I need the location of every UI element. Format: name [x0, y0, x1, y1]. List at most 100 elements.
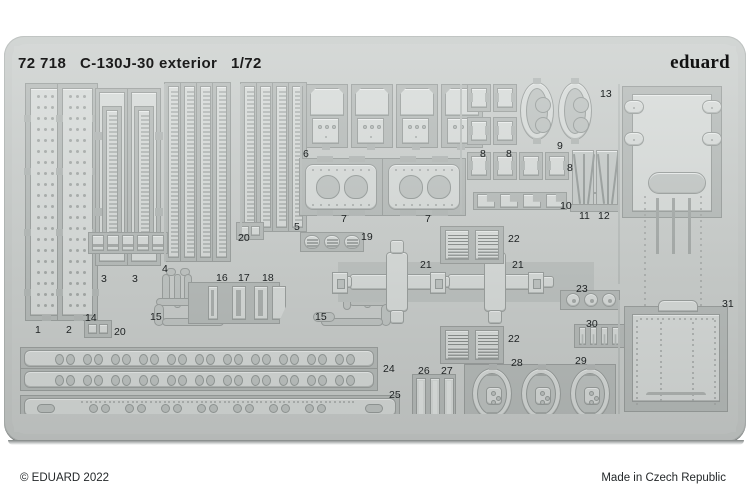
part-number-9: 9 [557, 140, 563, 152]
perforation [83, 238, 86, 241]
part-8-tab-7 [547, 161, 551, 170]
perforation [51, 227, 54, 230]
perforation [122, 401, 125, 403]
ladder-rung [171, 231, 178, 233]
ladder-rung [171, 223, 178, 225]
part-8-tab-1 [511, 93, 515, 102]
ladder-rung [203, 91, 210, 93]
fold-dot [700, 226, 702, 228]
ladder-rung [109, 195, 117, 197]
ladder-rung [219, 195, 226, 197]
ladder-rung [141, 207, 149, 209]
ladder-rung [247, 91, 254, 93]
ladder-rung [295, 107, 302, 109]
perforation [51, 139, 54, 142]
oval-hole [307, 375, 316, 386]
perforation [69, 304, 72, 307]
ladder-rung [295, 119, 302, 121]
fold-dot [700, 232, 702, 234]
part-1-floor-strip-tab [24, 167, 31, 175]
ladder-rung [263, 139, 270, 141]
part-number-11: 11 [579, 210, 590, 222]
louvre-slat [347, 245, 358, 247]
part-21-connector-0 [332, 272, 348, 294]
fold-dot [660, 388, 662, 390]
ladder-rung [187, 171, 194, 173]
part-2-floor-strip-tab [56, 229, 63, 237]
part-21-connector-1 [430, 272, 446, 294]
fret-rail-4 [618, 84, 620, 284]
ladder-rung [171, 143, 178, 145]
part-7-tab-0 [349, 210, 365, 216]
ladder-rung [141, 191, 149, 193]
vent-hole [422, 125, 426, 129]
fold-dot [644, 220, 646, 222]
perforation [255, 401, 258, 403]
ladder-rung [295, 123, 302, 125]
part-number-21a: 21 [420, 259, 432, 271]
part-number-7b: 7 [425, 213, 431, 225]
fold-dot [700, 244, 702, 246]
ladder-rung [187, 95, 194, 97]
fret-rail-2 [300, 84, 302, 214]
part-number-22b: 22 [508, 333, 520, 345]
ladder-rung [171, 179, 178, 181]
perforation [44, 95, 47, 98]
ladder-rung [141, 155, 149, 157]
ladder-rung [141, 187, 149, 189]
oval-hole [223, 375, 232, 386]
part-3-tab [94, 208, 102, 216]
rivet [636, 347, 638, 350]
fold-dot [644, 214, 646, 216]
ladder-rung [279, 123, 286, 125]
oval-hole [111, 375, 120, 386]
ladder-rung [109, 191, 117, 193]
ladder-rung [219, 159, 226, 161]
part-6-lower-0 [312, 118, 339, 144]
perforation [83, 128, 86, 131]
part-4-strip-1 [184, 86, 195, 258]
circular-cutout [399, 175, 423, 199]
perforation [51, 205, 54, 208]
part-4-strip-2 [200, 86, 211, 258]
lug-hole [545, 396, 550, 401]
perforation [163, 401, 166, 403]
ladder-rung [295, 207, 302, 209]
ladder-rung [279, 99, 286, 101]
ladder-rung [295, 211, 302, 213]
ladder-rung [247, 131, 254, 133]
perforation [51, 260, 54, 263]
perforation [76, 282, 79, 285]
part-14-cell-4 [152, 235, 164, 251]
ladder-rung [171, 119, 178, 121]
part-3-tab [155, 132, 163, 140]
rivet [714, 386, 716, 388]
round-hole [173, 404, 182, 413]
oval-hole [318, 354, 327, 365]
perforation [44, 150, 47, 153]
rivet [360, 204, 362, 206]
ladder-rung [279, 147, 286, 149]
part-9-tab-1 [571, 78, 579, 84]
part-8-tab-1 [495, 93, 499, 102]
perforation [260, 401, 263, 403]
ladder-rung [263, 187, 270, 189]
ladder-rung [171, 235, 178, 237]
oval-hole [195, 375, 204, 386]
perforation [81, 401, 83, 403]
rivet [336, 204, 338, 206]
perforation [83, 172, 86, 175]
fret-top-band [14, 46, 736, 64]
perforation [37, 95, 40, 98]
vent-hole [415, 125, 419, 129]
perforation [200, 401, 203, 403]
ladder-rung [171, 203, 178, 205]
ladder-rung [141, 123, 149, 125]
ladder-rung [187, 123, 194, 125]
ladder-rung [187, 239, 194, 241]
perforation [44, 194, 47, 197]
rivet [636, 375, 638, 377]
ladder-rung [171, 163, 178, 165]
perforation [69, 106, 72, 109]
perforation [51, 183, 54, 186]
